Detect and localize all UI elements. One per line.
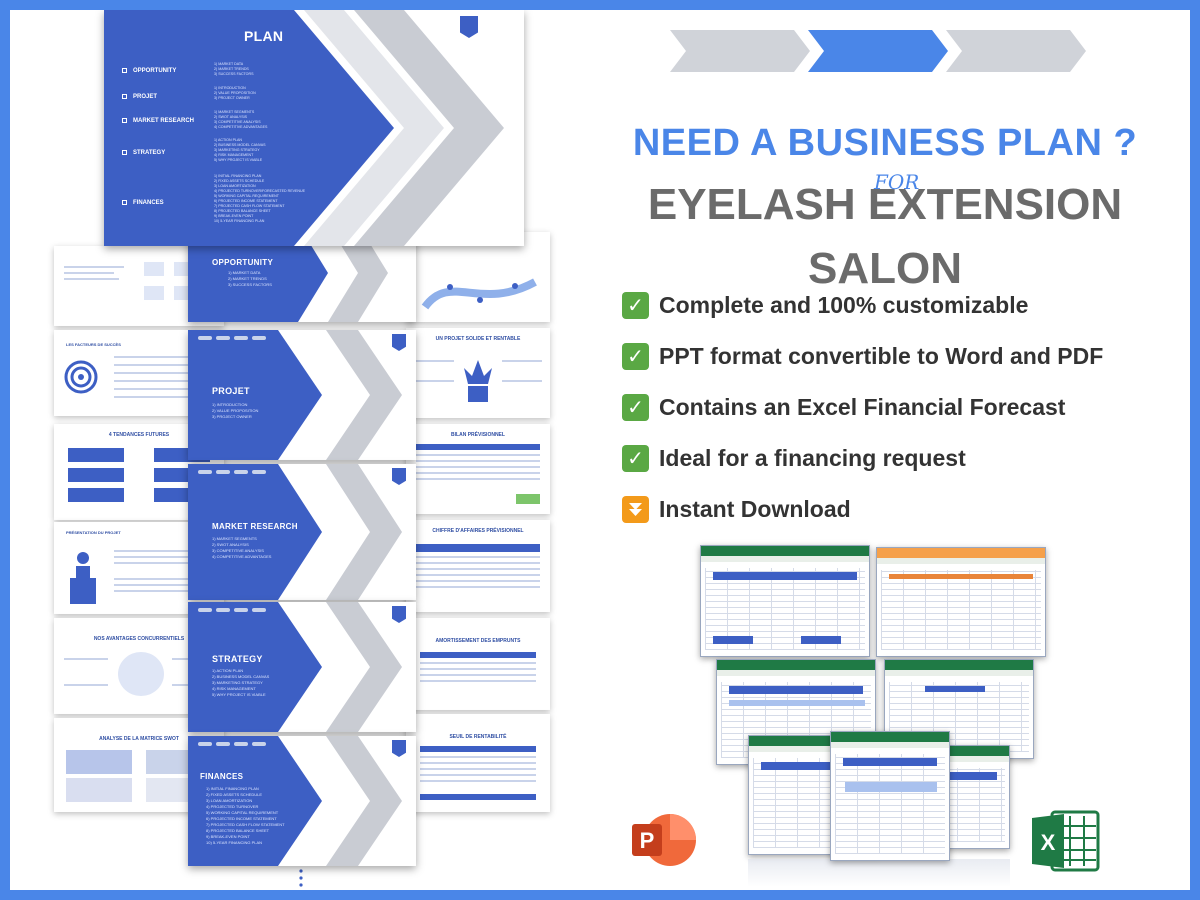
slide-thumbnail: CHIFFRE D'AFFAIRES PRÉVISIONNEL	[406, 520, 550, 612]
check-mark-icon: ✓	[622, 444, 649, 472]
plan-section: MARKET RESEARCH	[122, 118, 194, 124]
excel-sheet-thumbnail	[700, 545, 870, 657]
section-slide-projet: PROJET 1) INTRODUCTION 2) VALUE PROPOSIT…	[188, 330, 416, 460]
plan-section-items: 1) ACTION PLAN 2) BUSINESS MODEL CANVAS …	[214, 138, 266, 162]
section-slide-title: OPPORTUNITY	[212, 258, 274, 267]
plan-section-label: OPPORTUNITY	[133, 68, 177, 75]
feature-item: ✓ Ideal for a financing request	[622, 443, 966, 473]
slide-thumbnail-title: PRÉSENTATION DU PROJET	[66, 530, 121, 535]
section-slide-items: 1) MARKET DATA 2) MARKET TRENDS 3) SUCCE…	[228, 270, 272, 287]
plan-section-label: MARKET RESEARCH	[133, 118, 195, 125]
headline-for: FOR	[874, 170, 920, 194]
feature-item: ✓ PPT format convertible to Word and PDF	[622, 341, 1103, 371]
slide-thumbnail	[406, 232, 550, 322]
check-mark-icon: ✓	[622, 393, 649, 421]
section-slide-finances: FINANCES 1) INITIAL FINANCING PLAN 2) FI…	[188, 736, 416, 866]
feature-text: Complete and 100% customizable	[659, 291, 1029, 318]
plan-section-items: 1) INTRODUCTION 2) VALUE PROPOSITION 3) …	[214, 86, 256, 100]
section-slide-items: 1) INTRODUCTION 2) VALUE PROPOSITION 3) …	[212, 402, 259, 419]
feature-item: ✓ Contains an Excel Financial Forecast	[622, 392, 1065, 422]
plan-section: STRATEGY	[122, 150, 165, 156]
feature-text: Instant Download	[659, 495, 851, 522]
target-icon	[64, 360, 98, 394]
section-slide-title: MARKET RESEARCH	[212, 522, 298, 531]
section-slide-market-research: MARKET RESEARCH 1) MARKET SEGMENTS 2) SW…	[188, 464, 416, 600]
feature-text: Ideal for a financing request	[659, 444, 966, 471]
check-mark-icon: ✓	[622, 342, 649, 370]
section-slide-items: 1) MARKET SEGMENTS 2) SWOT ANALYSIS 3) C…	[212, 536, 272, 559]
excel-sheet-thumbnail	[876, 547, 1046, 657]
podium-icon	[70, 552, 96, 604]
section-slide-strategy: STRATEGY 1) ACTION PLAN 2) BUSINESS MODE…	[188, 602, 416, 732]
slide-thumbnail-title: LES FACTEURS DE SUCCÈS	[66, 342, 121, 347]
plan-section-label: STRATEGY	[133, 150, 166, 157]
slide-thumbnail: BILAN PRÉVISIONNEL	[406, 424, 550, 514]
slide-thumbnail-title: AMORTISSEMENT DES EMPRUNTS	[435, 638, 521, 644]
slide-thumbnail-title: ANALYSE DE LA MATRICE SWOT	[99, 736, 179, 742]
headline-line-1: NEED A BUSINESS PLAN ?	[632, 122, 1138, 164]
slide-thumbnail-title: CHIFFRE D'AFFAIRES PRÉVISIONNEL	[432, 528, 524, 534]
slide-thumbnail: AMORTISSEMENT DES EMPRUNTS	[406, 618, 550, 710]
excel-screenshots-collage	[700, 545, 1050, 890]
plan-slide: PLAN OPPORTUNITY 1) MARKET DATA 2) MARKE…	[104, 10, 524, 246]
svg-text:X: X	[1041, 830, 1056, 855]
excel-logo-icon: X	[1032, 810, 1100, 872]
promo-canvas: LES FACTEURS DE SUCCÈS 4 TENDANCES FUTUR…	[10, 10, 1190, 890]
plan-section: PROJET	[122, 94, 157, 100]
slide-thumbnail-title: SEUIL DE RENTABILITÉ	[449, 734, 507, 740]
slide-thumbnail: UN PROJET SOLIDE ET RENTABLE	[406, 328, 550, 418]
ellipsis-vertical-icon	[299, 869, 303, 887]
headline-line-3: SALON	[808, 244, 962, 293]
slide-thumbnail-title: NOS AVANTAGES CONCURRENTIELS	[93, 636, 185, 642]
section-slide-opportunity: OPPORTUNITY 1) MARKET DATA 2) MARKET TRE…	[188, 224, 416, 322]
roadmap-icon	[421, 278, 537, 310]
feature-text: Contains an Excel Financial Forecast	[659, 393, 1066, 420]
download-arrow-icon	[622, 495, 649, 523]
plan-slide-title: PLAN	[244, 28, 284, 44]
check-mark-icon: ✓	[622, 291, 649, 319]
plan-section-label: PROJET	[133, 94, 158, 101]
chevron-banner-icon	[670, 30, 1086, 72]
powerpoint-logo-icon: P	[632, 814, 696, 866]
feature-item: ✓ Complete and 100% customizable	[622, 290, 1028, 320]
section-slide-title: FINANCES	[200, 772, 244, 781]
feature-text: PPT format convertible to Word and PDF	[659, 342, 1104, 369]
slide-thumbnail: SEUIL DE RENTABILITÉ	[406, 714, 550, 812]
section-slide-items: 1) ACTION PLAN 2) BUSINESS MODEL CANVAS …	[212, 668, 270, 697]
plan-section-items: 1) MARKET SEGMENTS 2) SWOT ANALYSIS 3) C…	[214, 110, 268, 129]
plant-icon	[464, 360, 492, 402]
section-slide-title: STRATEGY	[212, 654, 263, 664]
slide-thumbnail-title: BILAN PRÉVISIONNEL	[451, 432, 505, 438]
plan-section-items: 1) INITIAL FINANCING PLAN 2) FIXED ASSET…	[214, 174, 305, 223]
excel-sheet-thumbnail	[830, 731, 950, 861]
headline-line-2: EYELASH EXTENSION	[647, 180, 1123, 229]
slide-thumbnail-title: UN PROJET SOLIDE ET RENTABLE	[435, 336, 521, 342]
plan-section-label: FINANCES	[133, 200, 164, 207]
slide-thumbnail-title: 4 TENDANCES FUTURES	[108, 432, 170, 438]
plan-section: FINANCES	[122, 200, 164, 206]
plan-section: OPPORTUNITY	[122, 68, 176, 74]
section-slide-items: 1) INITIAL FINANCING PLAN 2) FIXED ASSET…	[206, 786, 285, 845]
svg-text:P: P	[640, 828, 655, 853]
slides-collage: LES FACTEURS DE SUCCÈS 4 TENDANCES FUTUR…	[10, 10, 570, 890]
section-slide-title: PROJET	[212, 386, 250, 396]
feature-item: Instant Download	[622, 494, 851, 524]
plan-section-items: 1) MARKET DATA 2) MARKET TRENDS 3) SUCCE…	[214, 62, 254, 76]
